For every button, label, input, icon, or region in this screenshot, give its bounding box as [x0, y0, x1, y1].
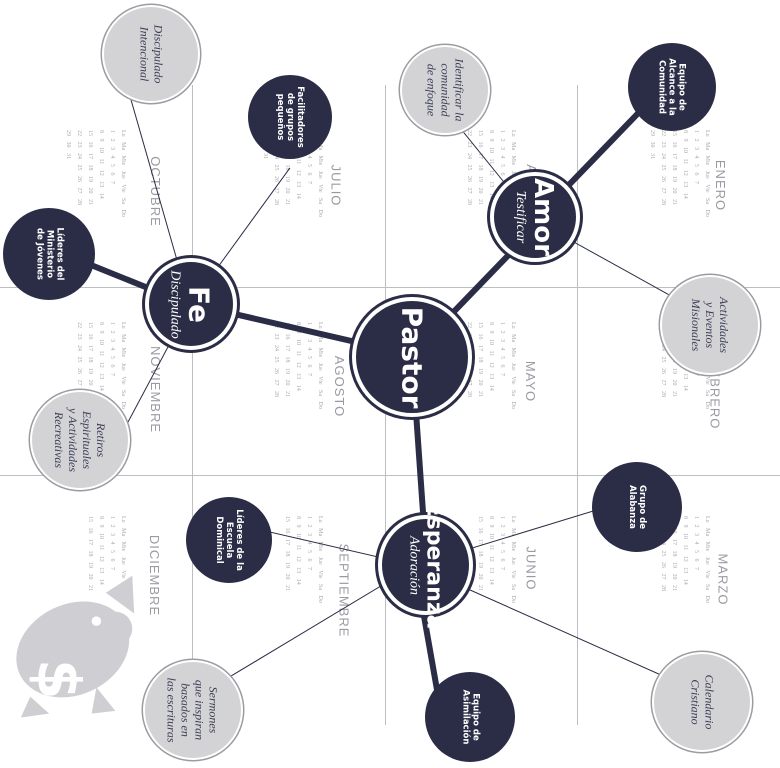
piggy-bank-dollar-icon: $: [16, 575, 135, 718]
month-title-septiembre: SEPTIEMBRE: [336, 543, 352, 638]
activity-calendario-line-1: Calendario: [701, 674, 716, 730]
ministry-alabanza-line-2: Alabanza: [626, 485, 637, 529]
month-title-enero: ENERO: [713, 159, 729, 212]
ministry-jovenes-line-1: Líderes del: [53, 227, 64, 281]
svg-text:$: $: [24, 659, 92, 700]
activity-sermones-line-2: que inspiran: [192, 679, 207, 741]
ministry-jovenes-line-2: Ministerio: [43, 229, 54, 279]
calendar-divider-vertical-3: [577, 85, 578, 725]
pastor-label: Pastor: [395, 306, 429, 408]
ministry-asimilacion-line-1: Equipo de: [469, 693, 480, 741]
pillar-amor-sub: Testificar: [513, 190, 528, 244]
ministry-alcance-line-3: Comunidad: [657, 60, 667, 114]
ministry-escuela-line-2: Escuela: [224, 521, 234, 559]
ministry-jovenes-line-3: de Jóvenes: [33, 227, 44, 280]
activity-retiros-line-3: y Actividades: [66, 407, 80, 473]
pillar-fe-label: Fe: [182, 285, 216, 323]
activity-comunidad-line-3: de enfoque: [424, 63, 438, 117]
activity-sermones-line-3: basados en: [178, 683, 193, 737]
activity-retiros-line-4: Recreativas: [52, 411, 66, 469]
calendar-divider-vertical-1: [192, 85, 193, 725]
calendar-divider-horizontal-1: [0, 287, 780, 288]
month-title-mayo: MAYO: [523, 360, 539, 403]
ministry-facilitadores-line-3: pequeños: [274, 93, 285, 141]
activity-discipulado-line-1: Discipulado: [150, 24, 165, 84]
pastor-node: Pastor: [352, 297, 472, 417]
activity-misionales-line-3: Misionales: [688, 298, 703, 352]
activity-retiros-line-2: Espirituales: [80, 410, 94, 469]
ministry-alcance-line-2: Alcance a la: [667, 58, 677, 116]
activity-discipulado-line-2: Intencional: [136, 26, 151, 82]
activity-misionales-line-1: Actividades: [716, 297, 731, 353]
ministry-alcance-line-1: Equipo de: [677, 63, 687, 111]
pillar-esperanza-sub: Adoración: [406, 535, 421, 595]
pillar-esperanza-label: Esperanza: [421, 501, 446, 629]
month-title-agosto: AGOSTO: [332, 355, 348, 418]
ministry-escuela-line-1: Líderes de la: [234, 509, 244, 571]
activity-comunidad-line-2: comunidad: [438, 63, 452, 117]
ministry-escuela-line-3: Dominical: [214, 516, 224, 564]
activity-sermones-line-1: Sermones: [206, 686, 221, 734]
ministry-facilitadores-line-1: Facilitadores: [294, 86, 305, 148]
calendar-divider-horizontal-2: [0, 475, 780, 476]
activity-misionales-line-2: y Eventos: [702, 301, 717, 349]
ministry-alabanza-line-1: Grupo de: [636, 485, 647, 529]
month-title-marzo: MARZO: [715, 553, 731, 606]
activity-sermones-line-4: las escrituras: [164, 677, 179, 743]
ministry-facilitadores-line-2: de grupos: [284, 92, 295, 142]
ministry-asimilacion-line-2: Asimilación: [459, 689, 470, 745]
pillar-fe-sub: Discipulado: [167, 269, 183, 339]
activity-comunidad-line-1: Identificar la: [452, 58, 466, 122]
month-title-junio: JUNIO: [523, 546, 539, 591]
activity-retiros-line-1: Retiros: [94, 422, 108, 458]
month-title-julio: JULIO: [328, 164, 344, 207]
activity-calendario-line-2: Cristiano: [687, 679, 702, 725]
pillar-amor-label: Amor: [528, 178, 558, 256]
